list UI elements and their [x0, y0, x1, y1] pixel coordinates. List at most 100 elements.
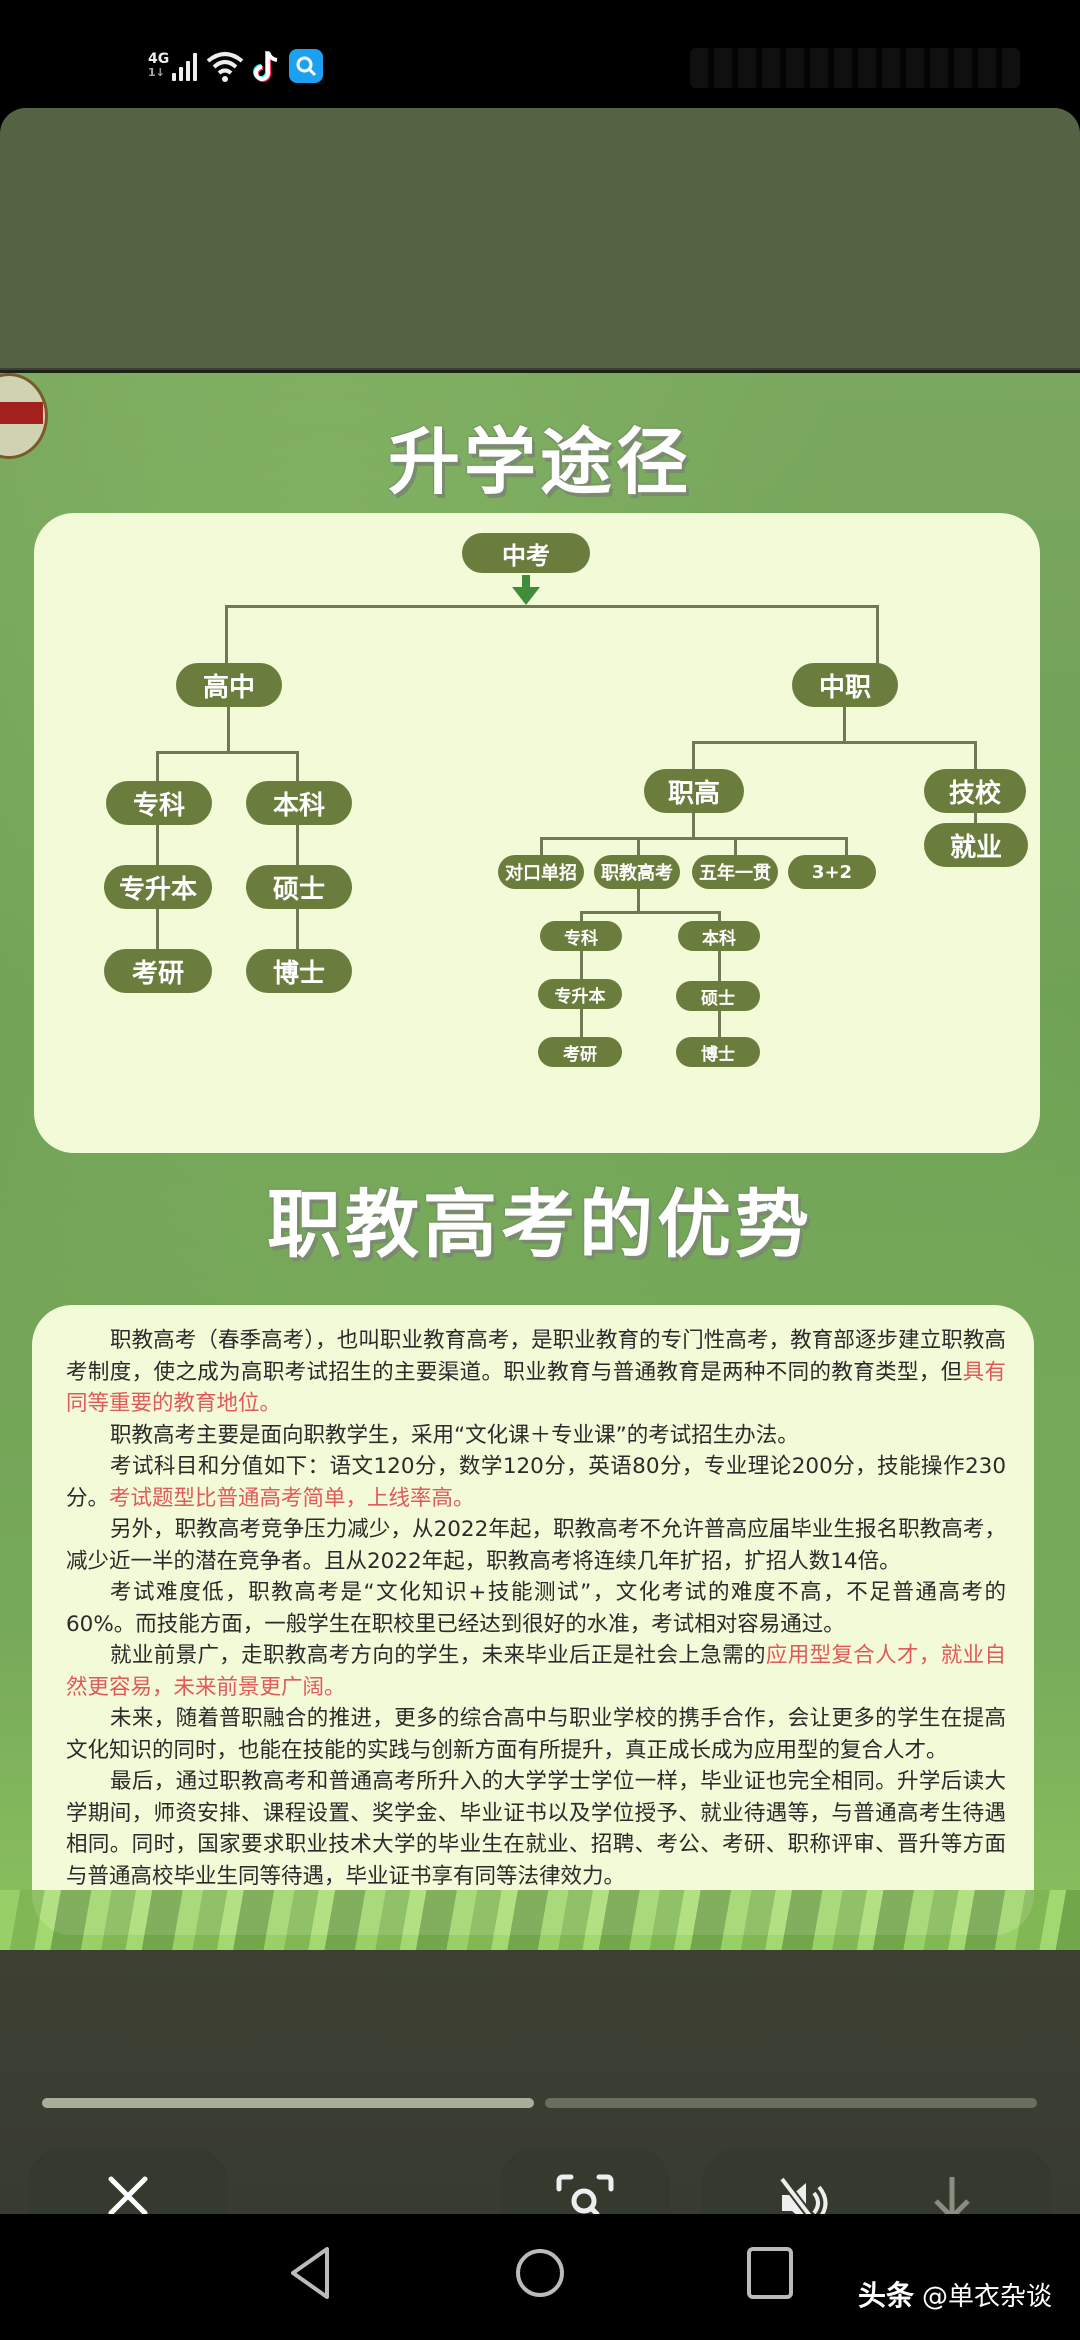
- visual-search-button[interactable]: [500, 2147, 670, 2214]
- tree-node-junior-college: 专科: [106, 781, 212, 825]
- signal-bars-icon: [172, 51, 197, 81]
- home-button[interactable]: [505, 2238, 575, 2308]
- connector-line: [692, 741, 695, 771]
- connector-line: [296, 823, 299, 869]
- highlighted-text: 应用型复合人才，就业自然更容易，未来前景更广阔。: [66, 1643, 1006, 1700]
- connector-line: [637, 837, 640, 857]
- tree-node-ve-master: 硕士: [676, 981, 760, 1011]
- recents-button[interactable]: [735, 2238, 805, 2308]
- advantages-text-card: 职教高考（春季高考），也叫职业教育高考，是职业教育的专门性高考，教育部逐步建立职…: [32, 1305, 1034, 1935]
- connector-line: [156, 751, 159, 785]
- tiktok-icon: [253, 51, 278, 82]
- tree-node-ve-doctorate: 博士: [676, 1037, 760, 1067]
- tree-node-high-school: 高中: [176, 663, 282, 707]
- mute-icon[interactable]: [774, 2173, 834, 2214]
- connector-line: [718, 951, 721, 981]
- tree-node-technical-school: 技校: [924, 769, 1026, 813]
- close-icon: [108, 2176, 148, 2214]
- network-activity-label: 1↓: [148, 66, 165, 79]
- connector-line: [580, 951, 583, 981]
- connector-line: [845, 837, 848, 857]
- system-nav-bar: 头条 @单衣杂谈: [0, 2214, 1080, 2340]
- back-icon: [291, 2247, 329, 2299]
- tree-node-ve-postgrad-exam: 考研: [538, 1037, 622, 1067]
- image-viewer: 升学途径 中考 高中 专科 本科 专升本 硕士 考研 博士: [0, 108, 1080, 2214]
- connector-line: [718, 1011, 721, 1039]
- connector-line: [692, 741, 976, 744]
- connector-line: [734, 837, 737, 857]
- home-icon: [516, 2249, 564, 2297]
- paragraph: 另外，职教高考竞争压力减少，从2022年起，职教高考不允许普高应届毕业生报名职教…: [66, 1517, 1006, 1574]
- connector-line: [225, 605, 228, 665]
- arrow-down-icon: [512, 587, 540, 605]
- pathway-tree-card: 中考 高中 专科 本科 专升本 硕士 考研 博士 中职: [34, 513, 1040, 1153]
- connector-line: [637, 889, 640, 913]
- network-type-label: 4G: [148, 51, 170, 67]
- tree-node-route-3-plus-2: 3+2: [788, 855, 876, 889]
- connector-line: [225, 605, 879, 608]
- connector-line: [876, 605, 879, 665]
- tree-node-route-five-year: 五年一贯: [692, 855, 778, 889]
- tree-node-vocational-high: 职高: [644, 769, 744, 813]
- paragraph: 职教高考（春季高考），也叫职业教育高考，是职业教育的专门性高考，教育部逐步建立职…: [66, 1328, 1006, 1417]
- viewer-controls: [0, 1952, 1080, 2214]
- paragraph: 考试难度低，职教高考是“文化知识+技能测试”，文化考试的难度不高，不足普通高考的…: [66, 1580, 1006, 1637]
- tree-node-employment: 就业: [924, 823, 1028, 867]
- recents-icon: [747, 2247, 793, 2299]
- connector-line: [540, 837, 848, 840]
- tree-node-vocational-secondary: 中职: [792, 663, 898, 707]
- progress-segment-2[interactable]: [545, 2098, 1037, 2108]
- tree-node-upgrade-to-bachelor: 专升本: [104, 865, 212, 909]
- connector-line: [296, 907, 299, 953]
- connector-line: [692, 811, 695, 839]
- tree-node-route-vocational-exam: 职教高考: [594, 855, 680, 889]
- paragraph: 最后，通过职教高考和普通高考所升入的大学学士学位一样，毕业证也完全相同。升学后读…: [66, 1769, 1006, 1889]
- highlighted-text: 具有同等重要的教育地位。: [66, 1359, 1006, 1417]
- connector-line: [580, 1009, 583, 1039]
- visual-search-icon: [556, 2174, 614, 2214]
- paragraph: 考试科目和分值如下：语文120分，数学120分，英语80分，专业理论200分，技…: [66, 1454, 1006, 1511]
- connector-line: [974, 741, 977, 771]
- close-button[interactable]: [28, 2147, 228, 2214]
- tree-node-doctorate: 博士: [246, 949, 352, 993]
- tree-node-ve-bachelor: 本科: [678, 921, 760, 951]
- watermark-account: @单衣杂谈: [921, 2281, 1052, 2312]
- source-watermark: 头条 @单衣杂谈: [858, 2274, 1052, 2314]
- connector-line: [718, 911, 721, 923]
- grass-decoration: [0, 1890, 1080, 1950]
- tree-node-master: 硕士: [246, 865, 352, 909]
- highlighted-text: 考试题型比普通高考简单，上线率高。: [109, 1485, 475, 1511]
- watermark-brand: 头条: [857, 2279, 914, 2312]
- paragraph: 职教高考主要是面向职教学生，采用“文化课＋专业课”的考试招生办法。: [110, 1422, 799, 1448]
- connector-line: [156, 823, 159, 869]
- status-icons: 4G 1↓: [148, 46, 323, 86]
- tree-node-bachelor: 本科: [246, 781, 352, 825]
- poster-image[interactable]: 升学途径 中考 高中 专科 本科 专升本 硕士 考研 博士: [0, 370, 1080, 1950]
- section-title-advantages: 职教高考的优势: [267, 1182, 813, 1268]
- status-right-blurred: [690, 48, 1020, 88]
- viewer-top-band: [0, 108, 1080, 368]
- tree-node-ve-upgrade: 专升本: [538, 979, 622, 1009]
- back-button[interactable]: [275, 2238, 345, 2308]
- paragraph: 未来，随着普职融合的推进，更多的综合高中与职业学校的携手合作，会让更多的学生在提…: [66, 1706, 1006, 1763]
- arrow-shaft: [522, 575, 530, 591]
- connector-line: [156, 751, 298, 754]
- connector-line: [974, 811, 977, 825]
- connector-line: [580, 911, 583, 923]
- connector-line: [540, 837, 543, 857]
- section-title-pathways: 升学途径: [387, 420, 692, 504]
- connector-line: [156, 907, 159, 953]
- tree-node-route-single-recruit: 对口单招: [498, 855, 584, 889]
- tree-node-postgraduate-exam: 考研: [104, 949, 212, 993]
- progress-segment-1[interactable]: [42, 2098, 534, 2108]
- connector-line: [296, 751, 299, 785]
- status-bar: 4G 1↓: [0, 0, 1080, 108]
- tree-node-root: 中考: [462, 533, 590, 573]
- wifi-icon: [206, 52, 244, 82]
- connector-line: [227, 707, 230, 753]
- tree-node-ve-junior-college: 专科: [540, 921, 622, 951]
- connector-line: [843, 707, 846, 743]
- download-icon[interactable]: [924, 2173, 980, 2214]
- media-actions-group: [702, 2147, 1052, 2214]
- search-app-icon: [289, 49, 323, 83]
